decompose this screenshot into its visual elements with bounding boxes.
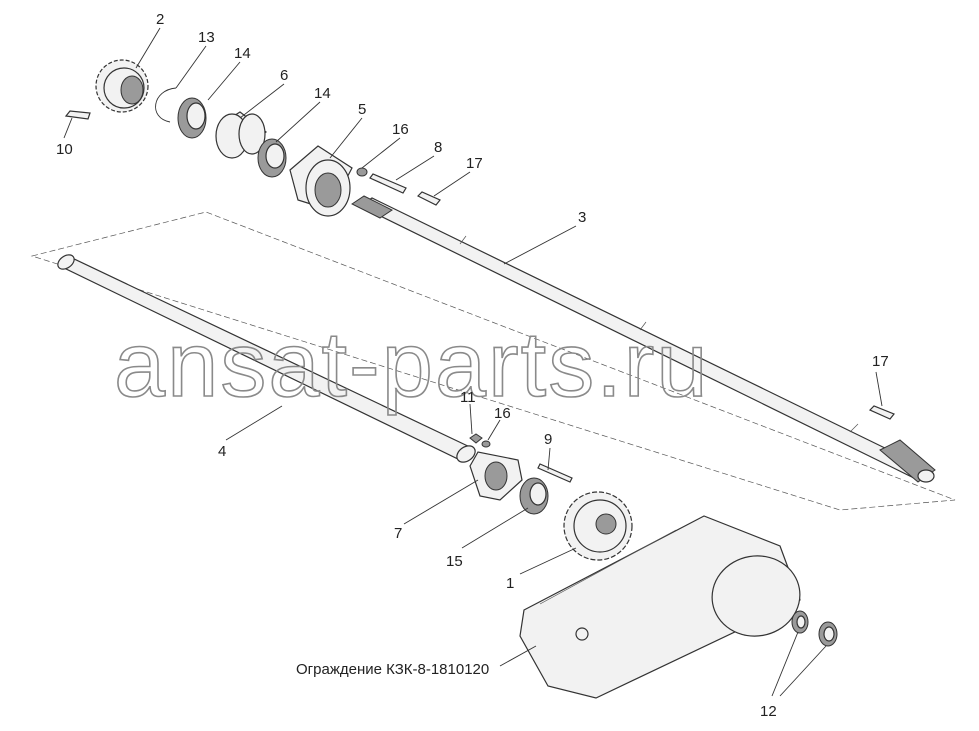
flange-part-7 — [469, 451, 523, 501]
watermark-text: ansat-parts.ru — [114, 314, 710, 416]
callout-6: 6 — [280, 67, 288, 84]
bearing-part-15 — [519, 477, 549, 515]
shaft-part-3 — [351, 195, 936, 483]
sprocket-part-2 — [95, 59, 149, 113]
callout-16-upper: 16 — [392, 121, 409, 138]
callout-9: 9 — [544, 431, 552, 448]
nut-part-16-lower — [481, 440, 491, 448]
callout-13: 13 — [198, 29, 215, 46]
callout-2: 2 — [156, 11, 164, 28]
housing-part-5 — [289, 145, 353, 217]
callout-10: 10 — [56, 141, 73, 158]
callout-4: 4 — [218, 443, 226, 460]
leader-lines — [63, 27, 883, 697]
callout-14-lower: 14 — [314, 85, 331, 102]
key-part-17-upper — [416, 191, 441, 206]
callout-17-lower: 17 — [872, 353, 889, 370]
circlip-part-13 — [155, 87, 177, 123]
callout-3: 3 — [578, 209, 586, 226]
key-part-17-lower — [868, 405, 895, 420]
callout-12: 12 — [760, 703, 777, 720]
sprocket-part-1 — [563, 491, 633, 561]
tube-part-4 — [57, 254, 476, 463]
callout-16-lower: 16 — [494, 405, 511, 422]
guard-caption: Ограждение КЗК-8-1810120 — [296, 661, 489, 678]
callout-11: 11 — [460, 389, 476, 406]
callout-7: 7 — [394, 525, 402, 542]
callout-15: 15 — [446, 553, 463, 570]
guard-housing — [519, 515, 801, 699]
nut-part-16-upper — [356, 167, 368, 177]
callout-17-upper: 17 — [466, 155, 483, 172]
sleeve-part-6 — [215, 111, 268, 159]
reference-plane — [30, 211, 956, 511]
nut-part-11 — [469, 433, 483, 444]
callout-5: 5 — [358, 101, 366, 118]
callout-8: 8 — [434, 139, 442, 156]
callout-14-upper: 14 — [234, 45, 251, 62]
washers-part-12 — [791, 610, 838, 647]
bolt-part-8 — [369, 173, 407, 194]
pin-part-9 — [537, 463, 573, 483]
bearing-part-14-upper — [177, 97, 207, 139]
bearing-part-14-lower — [257, 138, 287, 178]
bolt-part-10 — [64, 110, 91, 120]
callout-1: 1 — [506, 575, 514, 592]
